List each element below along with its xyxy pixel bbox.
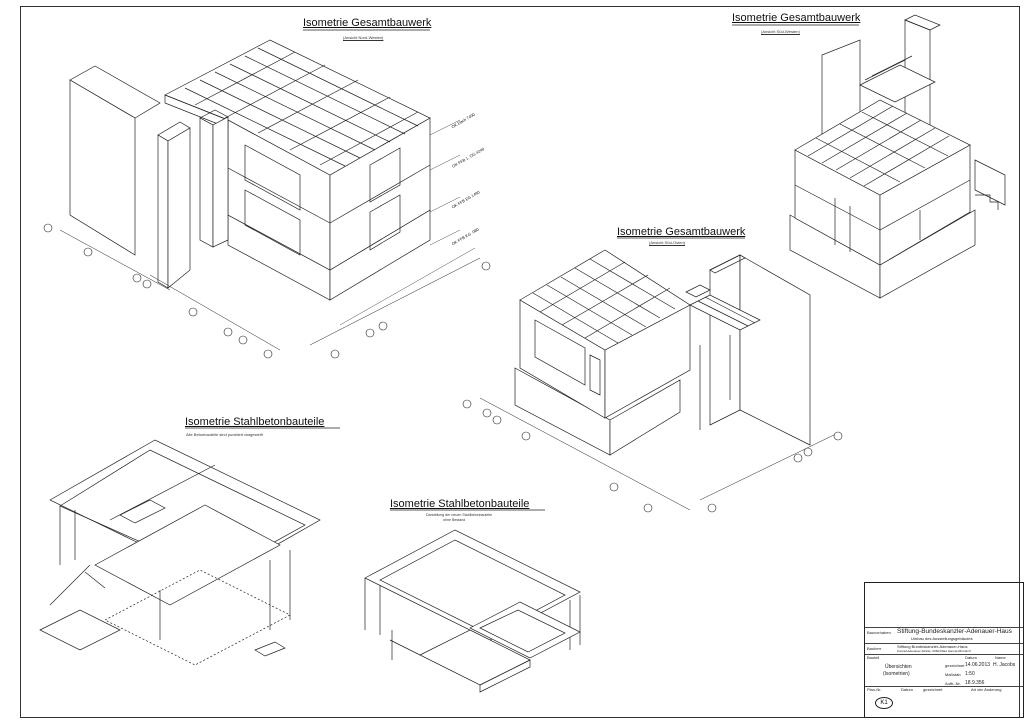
tb-bauteil-label: Bauteil bbox=[867, 655, 880, 660]
tb-auftr: 18.9.356 bbox=[965, 680, 985, 686]
stb-1-structure bbox=[39, 439, 321, 666]
title-block: Bauvorhaben Stiftung-Bundeskanzler-Adena… bbox=[864, 582, 1024, 718]
tb-gez2-label: gezeichnet bbox=[923, 687, 943, 692]
subtitle-iso-so: (Ansicht Süd-Osten) bbox=[649, 240, 686, 245]
tb-bauherr-label: Bauherr bbox=[867, 646, 882, 651]
title-stb-1: Isometrie Stahlbetonbauteile bbox=[185, 416, 325, 428]
subtitle-stb-1: Alle Betonbauteile sind punktiert darges… bbox=[186, 432, 263, 437]
tb-gezeichnet-name: H. Jacobs bbox=[993, 662, 1016, 668]
sheet-frame bbox=[20, 6, 1020, 718]
tb-plan-nr: K1 bbox=[875, 697, 893, 709]
title-stb-2: Isometrie Stahlbetonbauteile bbox=[390, 498, 530, 510]
title-iso-so: Isometrie Gesamtbauwerk bbox=[617, 226, 746, 238]
iso-nw-building bbox=[59, 39, 481, 351]
stb-2-structure bbox=[364, 529, 581, 693]
title-iso-sw: Isometrie Gesamtbauwerk bbox=[732, 12, 861, 24]
tb-bauherr-sub: Konrad-Adenauer-Straße, 53604 Bad Honnef… bbox=[897, 649, 971, 653]
tb-art-label: Art der Änderung bbox=[971, 687, 1002, 692]
tb-bauvorhaben-label: Bauvorhaben bbox=[867, 630, 891, 635]
title-iso-nw: Isometrie Gesamtbauwerk bbox=[303, 17, 432, 29]
tb-bauherr: Stiftung Bundeskanzler-Adenauer-Haus bbox=[897, 644, 968, 649]
tb-auftr-label: Auftr.-Nr. bbox=[945, 681, 961, 686]
tb-gezeichnet-datum: 14.06.2013 bbox=[965, 662, 991, 668]
iso-sw-building bbox=[789, 14, 1006, 299]
tb-datum-label: Datum bbox=[965, 655, 977, 660]
tb-plan-label: Plan-Nr. bbox=[867, 687, 882, 692]
tb-massstab: 1:50 bbox=[965, 671, 975, 677]
subtitle-iso-nw: (Ansicht Nord-Westen) bbox=[343, 35, 384, 40]
tb-name-label: Name bbox=[995, 655, 1006, 660]
tb-inhalt-2: (Isometrien) bbox=[883, 671, 910, 677]
note-stb-2-line2: ohne Bestand bbox=[443, 518, 466, 522]
tb-bauvorhaben: Stiftung-Bundeskanzler-Adenauer-Haus bbox=[897, 628, 1012, 635]
tb-gezeichnet-label: gezeichnet bbox=[945, 663, 965, 668]
tb-datum2-label: Datum bbox=[901, 687, 913, 692]
iso-so-building bbox=[479, 249, 841, 511]
note-stb-2-line1: Darstellung der neuen Stahlbetonbauteile bbox=[426, 513, 493, 517]
tb-massstab-label: Maßstab bbox=[945, 672, 961, 677]
tb-inhalt-1: Übersichten bbox=[885, 664, 912, 670]
tb-bauvorhaben-sub: Umbau des Ausstellungsgebäudes bbox=[911, 636, 973, 641]
subtitle-iso-sw: (Ansicht Süd-Westen) bbox=[761, 29, 800, 34]
